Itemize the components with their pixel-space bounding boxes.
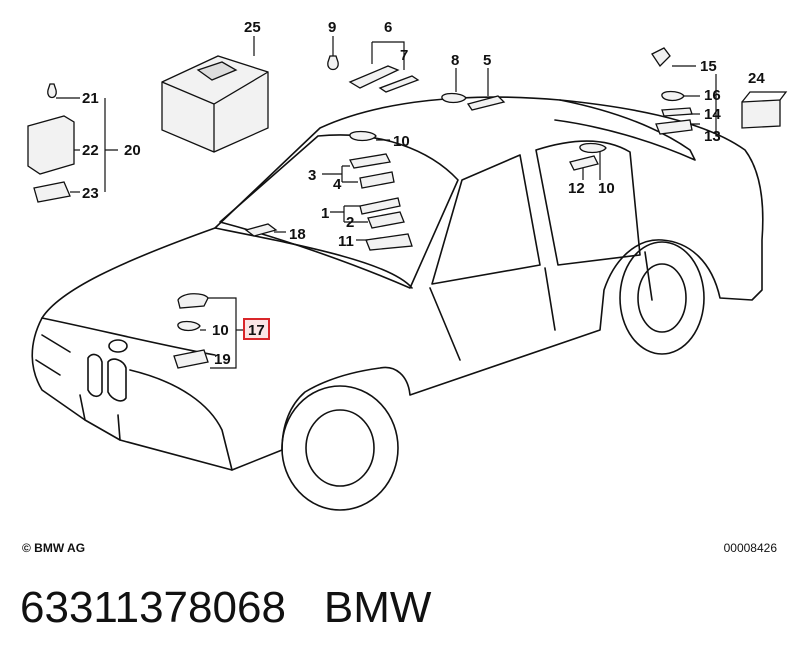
part-label-5: 5 [483, 52, 491, 69]
part-label-13: 13 [704, 128, 721, 145]
part-number: 63311378068 [20, 583, 286, 632]
part-label-24: 24 [748, 70, 765, 87]
part-label-17-highlighted[interactable]: 17 [248, 322, 265, 339]
part-label-3: 3 [308, 167, 316, 184]
part-label-4: 4 [333, 176, 342, 193]
part-label-10-hood: 10 [212, 322, 229, 339]
part-label-11: 11 [338, 233, 354, 250]
car-outline [31, 96, 764, 511]
part-label-8: 8 [451, 52, 459, 69]
part-label-16: 16 [704, 87, 721, 104]
part-number-labels: 25 9 6 7 8 5 10 3 4 1 2 11 18 15 16 14 1… [82, 19, 765, 368]
parts-diagram: 25 9 6 7 8 5 10 3 4 1 2 11 18 15 16 14 1… [27, 19, 788, 511]
part-label-23: 23 [82, 185, 99, 202]
part-footer: 63311378068 BMW [20, 583, 431, 633]
part-label-10-window: 10 [598, 180, 615, 197]
brand-name: BMW [323, 583, 432, 632]
part-label-18: 18 [289, 226, 306, 243]
part-label-1: 1 [321, 205, 329, 222]
part-label-19: 19 [214, 351, 231, 368]
part-label-25: 25 [244, 19, 261, 36]
copyright-notice: © BMW AG [22, 541, 86, 555]
diagram-reference-number: 00008426 [723, 541, 777, 555]
part-label-10-roof: 10 [393, 133, 410, 150]
highlight-box-part-17[interactable] [243, 318, 270, 340]
part-label-12: 12 [568, 180, 585, 197]
part-icons [27, 47, 788, 369]
part-label-15: 15 [700, 58, 717, 75]
part-label-21: 21 [82, 90, 99, 107]
part-label-6: 6 [384, 19, 392, 36]
leader-lines [56, 36, 717, 369]
part-label-14: 14 [704, 106, 721, 123]
part-label-22: 22 [82, 142, 99, 159]
part-label-7: 7 [400, 47, 408, 64]
part-label-20: 20 [124, 142, 141, 159]
part-label-9: 9 [328, 19, 336, 36]
part-label-2: 2 [346, 214, 354, 231]
